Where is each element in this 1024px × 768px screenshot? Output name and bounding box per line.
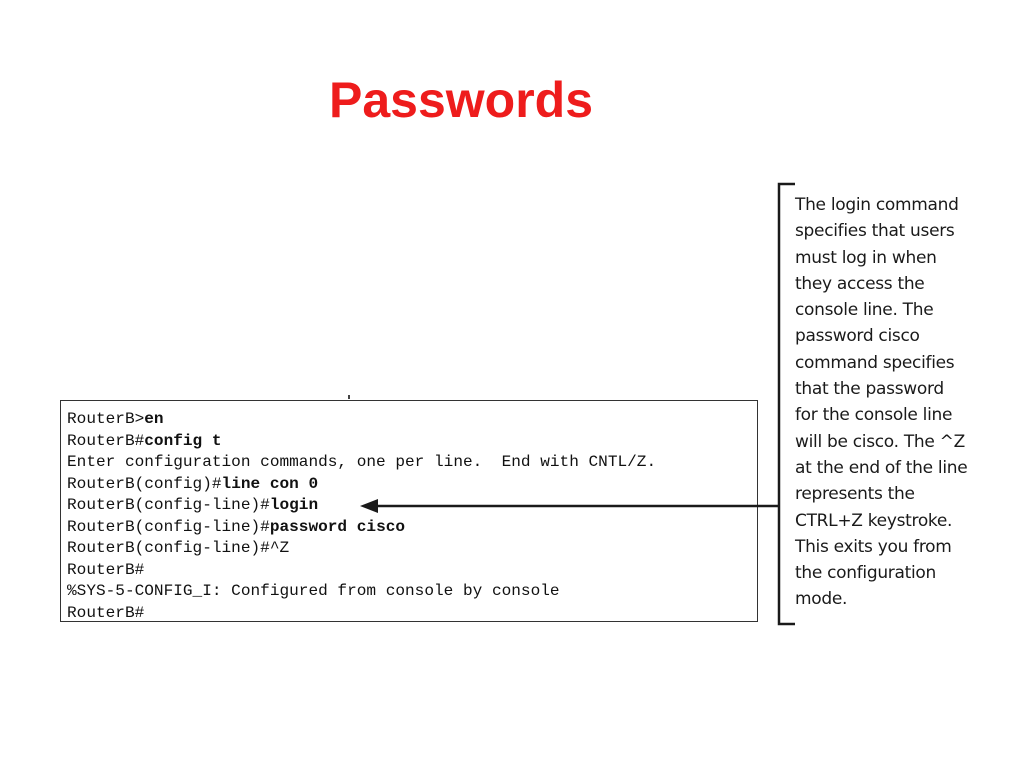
callout-line: that the password — [795, 379, 944, 400]
terminal-prompt: RouterB# — [67, 603, 145, 622]
terminal-command: password cisco — [269, 517, 406, 536]
terminal-line: RouterB>en — [67, 409, 757, 431]
terminal-line: RouterB# — [67, 560, 757, 582]
figure-tick-mark — [348, 395, 350, 399]
terminal-prompt: RouterB(config-line)# — [67, 496, 270, 514]
terminal-line: Enter configuration commands, one per li… — [67, 452, 757, 474]
terminal-prompt: RouterB# — [67, 560, 145, 579]
callout-bracket — [777, 182, 795, 626]
callout-line: This exits you from — [795, 536, 952, 557]
terminal-output-box: RouterB>en RouterB#config t Enter config… — [60, 400, 758, 622]
terminal-prompt: RouterB(config-line)#^Z — [67, 539, 290, 557]
terminal-line: RouterB(config-line)#password cisco — [67, 517, 757, 539]
callout-line: console line. The — [795, 300, 934, 321]
callout-line: The login command — [795, 195, 959, 215]
terminal-line: RouterB(config)#line con 0 — [67, 474, 757, 496]
callout-line: they access the — [795, 273, 925, 294]
terminal-command: en — [144, 410, 164, 428]
slide-title: Passwords — [328, 72, 593, 128]
callout-line: the configuration — [795, 563, 936, 584]
callout-line: represents the — [795, 484, 915, 505]
terminal-line: %SYS-5-CONFIG_I: Configured from console… — [67, 581, 757, 603]
terminal-command: config t — [144, 431, 222, 450]
terminal-command-login: login — [269, 496, 319, 514]
callout-line: CTRL+Z keystroke. — [795, 510, 953, 531]
terminal-prompt: RouterB# — [67, 431, 145, 450]
terminal-line: RouterB(config-line)#^Z — [67, 538, 757, 560]
callout-line: specifies that users — [795, 221, 955, 242]
callout-line: for the console line — [795, 405, 953, 426]
terminal-prompt: RouterB> — [67, 410, 145, 428]
terminal-prompt: Enter configuration commands, one per li… — [67, 453, 657, 471]
terminal-command: line con 0 — [221, 474, 319, 493]
terminal-prompt: RouterB(config)# — [67, 474, 222, 493]
terminal-prompt: RouterB(config-line)# — [67, 517, 270, 536]
callout-line: at the end of the line — [795, 457, 968, 478]
callout-line: password cisco — [795, 326, 920, 347]
terminal-line: RouterB# — [67, 603, 757, 625]
callout-line: will be cisco. The ^Z — [795, 431, 965, 452]
terminal-line-login: RouterB(config-line)#login — [67, 495, 757, 517]
callout-line: must log in when — [795, 247, 937, 268]
callout-line: mode. — [795, 589, 848, 610]
terminal-line: RouterB#config t — [67, 431, 757, 453]
terminal-prompt: %SYS-5-CONFIG_I: Configured from console… — [67, 582, 560, 600]
callout-line: command specifies — [795, 352, 955, 373]
callout-text: The login command specifies that users m… — [795, 192, 995, 613]
